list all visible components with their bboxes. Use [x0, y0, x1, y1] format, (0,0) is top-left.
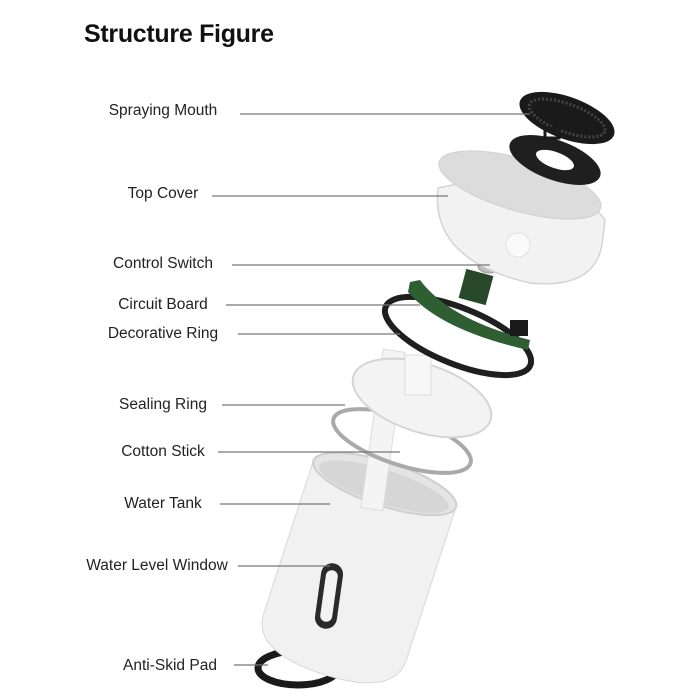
decorative-ring: [381, 293, 535, 379]
water-tank: [261, 451, 458, 684]
label-water-tank: Water Tank: [124, 495, 202, 512]
label-spraying-mouth: Spraying Mouth: [108, 102, 218, 119]
label-anti-skid-pad: Anti-Skid Pad: [123, 657, 217, 674]
label-sealing-ring: Sealing Ring: [119, 396, 207, 413]
top-cover: [436, 150, 606, 285]
label-water-level-window: Water Level Window: [86, 557, 228, 574]
base-plate: [351, 357, 493, 439]
figure-title: Structure Figure: [84, 20, 274, 48]
label-cotton-stick: Cotton Stick: [121, 443, 205, 460]
circuit-board: [408, 280, 530, 350]
label-top-cover: Top Cover: [127, 185, 199, 202]
leader-lines: [212, 113, 530, 666]
label-control-switch: Control Switch: [113, 255, 213, 272]
label-circuit-board: Circuit Board: [118, 296, 208, 313]
spraying-mouth: [519, 91, 615, 145]
label-decorative-ring: Decorative Ring: [107, 325, 219, 342]
